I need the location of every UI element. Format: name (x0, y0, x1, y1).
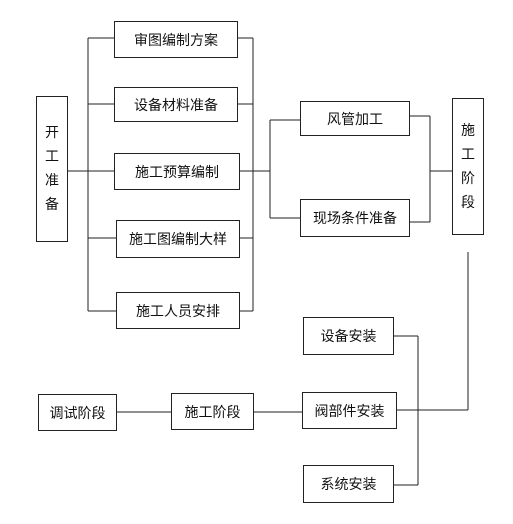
prep-item-label: 施工人员安排 (136, 303, 220, 320)
start-char: 备 (45, 197, 59, 213)
prep-item-label: 设备材料准备 (134, 97, 218, 114)
equipment-install-box: 设备安装 (303, 317, 394, 355)
start-char: 准 (45, 173, 59, 189)
mid-item-label: 风管加工 (327, 111, 383, 128)
stage-char: 段 (461, 194, 475, 211)
system-install-box: 系统安装 (303, 465, 394, 503)
install-item-label: 设备安装 (320, 329, 377, 345)
construction-stage-box: 施 工 阶 段 (452, 98, 484, 235)
bottom-label: 施工阶段 (184, 404, 241, 421)
site-preparation-box: 现场条件准备 (300, 199, 410, 237)
prep-item-construction-drawings: 施工图编制大样 (116, 220, 240, 258)
stage-char: 施 (461, 122, 475, 139)
prep-item-label: 施工图编制大样 (129, 232, 227, 248)
prep-item-label: 审图编制方案 (134, 32, 218, 49)
install-item-label: 阀部件安装 (314, 403, 385, 420)
stage-char: 阶 (461, 170, 475, 187)
debug-stage-box: 调试阶段 (38, 394, 117, 431)
prep-item-personnel: 施工人员安排 (116, 292, 240, 329)
prep-item-label: 施工预算编制 (135, 164, 219, 181)
prep-item-equipment-materials: 设备材料准备 (114, 87, 238, 122)
stage-char: 工 (461, 146, 475, 163)
bottom-label: 调试阶段 (49, 405, 106, 422)
duct-fabrication-box: 风管加工 (300, 101, 410, 136)
start-char: 工 (45, 149, 59, 165)
start-char: 开 (45, 125, 59, 141)
start-preparation-box: 开 工 准 备 (36, 96, 68, 242)
construction-stage-bottom-box: 施工阶段 (171, 393, 254, 430)
prep-item-budget: 施工预算编制 (114, 153, 240, 190)
install-item-label: 系统安装 (320, 477, 377, 493)
mid-item-label: 现场条件准备 (313, 211, 397, 227)
valve-install-box: 阀部件安装 (302, 392, 397, 429)
prep-item-review-drawings: 审图编制方案 (114, 21, 238, 58)
